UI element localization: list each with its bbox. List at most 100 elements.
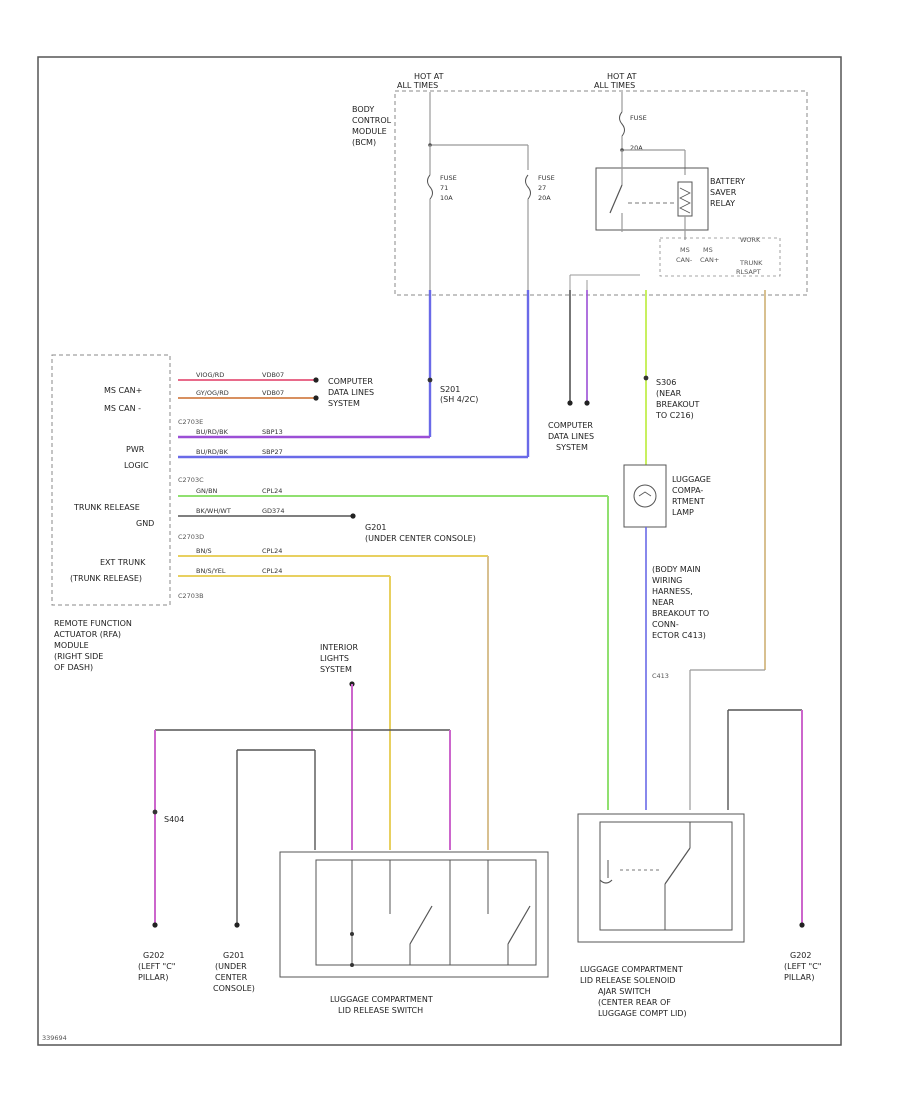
cdl-l2: DATA LINES [328,388,374,397]
fuse-71-l1: FUSE [440,174,457,182]
fuse-27-l2: 27 [538,184,546,192]
hot-at-right-2: ALL TIMES [594,81,635,90]
relay-box [595,167,709,231]
rfa-conn-1: C2703E [178,418,203,426]
w-code-6: GD374 [262,507,284,515]
switch-label-2: LID RELEASE SWITCH [338,1006,423,1015]
switch-label-1: LUGGAGE COMPARTMENT [330,995,433,1004]
trunk-label-2: RLSAPT [736,268,761,276]
g201-l2: (UNDER CENTER CONSOLE) [365,534,476,543]
ms-can-plus-2: CAN+ [700,256,719,264]
hot-at-left-2: ALL TIMES [397,81,438,90]
w-code-4: SBP27 [262,448,283,456]
s306-l3: BREAKOUT [656,400,700,409]
hot-at-left-1: HOT AT [414,72,444,81]
solenoid-outer [577,813,745,943]
fuse-71-l3: 10A [440,194,453,202]
sol-l5: LUGGAGE COMPT LID) [598,1009,687,1018]
rfa-label-4: (RIGHT SIDE [54,652,103,661]
fuse-71-l2: 71 [440,184,448,192]
w-code-3: SBP13 [262,428,283,436]
hot-at-right-1: HOT AT [607,72,637,81]
fuse-27-l1: FUSE [538,174,555,182]
rfa-label-2: ACTUATOR (RFA) [54,630,121,639]
fuse-27: FUSE 27 20A [525,174,555,290]
rfa-pin-gnd: GND [136,519,154,528]
rfa-label-5: OF DASH) [54,663,93,672]
g202-left-l3: PILLAR) [138,973,168,982]
lamp-l2: COMPA- [672,486,703,495]
rfa-conn-2: C2703C [178,476,204,484]
fuse-71: FUSE 71 10A [427,145,457,290]
sol-l4: (CENTER REAR OF [598,998,671,1007]
fuse-71-symbol [427,174,433,200]
bm-l3: HARNESS, [652,587,693,596]
bm-l2: WIRING [652,576,682,585]
cdl-l3: SYSTEM [328,399,360,408]
lamp-box [623,464,667,528]
bm-l1: (BODY MAIN [652,565,701,574]
c413-label: C413 [652,672,669,680]
fuse-27-l3: 20A [538,194,551,202]
bcm-label-4: (BCM) [352,138,376,147]
rfa-pin-trunk: TRUNK RELEASE [73,503,140,512]
relay-contact [609,184,623,214]
solenoid-inner [599,821,733,931]
rfa-pin-logic: LOGIC [124,461,149,470]
bcm-module: HOT AT ALL TIMES HOT AT ALL TIMES BODY C… [352,72,808,296]
fuse-top-label: FUSE [630,114,647,122]
can-end-a [567,400,573,406]
s201-l1: S201 [440,385,460,394]
cdl2-l3: SYSTEM [556,443,588,452]
w-code-8: CPL24 [262,567,282,575]
rfa-dashed-box [51,354,171,606]
battery-saver-relay: BATTERY SAVER RELAY [595,150,745,240]
g202-right-l3: PILLAR) [784,973,814,982]
rfa-conn-4: C2703B [178,592,204,600]
relay-l3: RELAY [710,199,735,208]
il-l2: LIGHTS [320,654,349,663]
luggage-compartment-lamp: LUGGAGE COMPA- RTMENT LAMP [623,464,711,528]
g201-bottom-l4: CONSOLE) [213,984,255,993]
g202-right-l2: (LEFT "C" [784,962,821,971]
g202-left-l1: G202 [143,951,164,960]
sol-l1: LUGGAGE COMPARTMENT [580,965,683,974]
bcm-dashed-box [394,90,808,296]
g202-right-l1: G202 [790,951,811,960]
can-end-b [584,400,590,406]
cdl2-l1: COMPUTER [548,421,593,430]
ms-can-minus-2: CAN- [676,256,693,264]
g202-left-l2: (LEFT "C" [138,962,175,971]
w-lbl-5: GN/BN [196,487,218,495]
rfa-conn-3: C2703D [178,533,204,541]
bm-l6: CONN- [652,620,679,629]
s201-l2: (SH 4/2C) [440,395,478,404]
fuse-top-symbol [619,111,625,137]
il-l1: INTERIOR [320,643,359,652]
splice-s201 [427,377,433,383]
s306-l4: TO C216) [655,411,694,420]
lamp-icon [633,484,657,508]
ms-can-plus-1: MS [703,246,713,254]
cdl2-l2: DATA LINES [548,432,594,441]
bcm-sub-box [659,237,781,277]
sol-l2: LID RELEASE SOLENOID [580,976,675,985]
w-lbl-1: VIOG/RD [196,371,224,379]
relay-l1: BATTERY [710,177,745,186]
w-lbl-8: BN/S/YEL [196,567,226,575]
bm-l5: BREAKOUT TO [652,609,709,618]
trunk-label-1: TRUNK [739,259,763,267]
lid-release-solenoid: LUGGAGE COMPARTMENT LID RELEASE SOLENOID… [577,813,745,1018]
switch-outer [279,851,549,978]
g201-bottom-l2: (UNDER [215,962,247,971]
lamp-l3: RTMENT [672,497,705,506]
lamp-l4: LAMP [672,508,694,517]
w-lbl-7: BN/S [196,547,212,555]
lid-release-switch: LUGGAGE COMPARTMENT LID RELEASE SWITCH [279,851,549,1015]
bcm-label-2: CONTROL [352,116,392,125]
w-code-2: VDB07 [262,389,284,397]
switch-inner [315,859,537,966]
rfa-label-3: MODULE [54,641,89,650]
s306-l1: S306 [656,378,676,387]
